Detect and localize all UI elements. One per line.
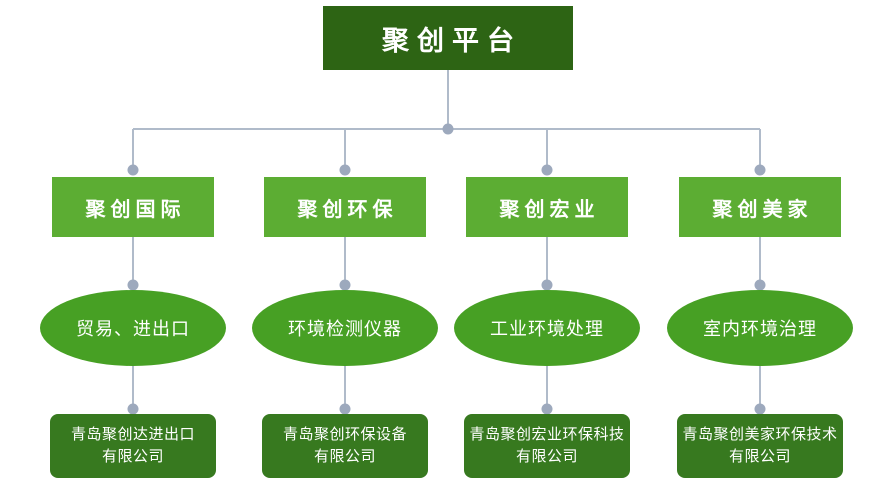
company-box-4: 青岛聚创美家环保技术 有限公司 xyxy=(677,414,843,478)
platform-root-label: 聚创平台 xyxy=(382,25,522,56)
scope-label: 工业环境处理 xyxy=(490,319,604,339)
scope-label: 环境检测仪器 xyxy=(288,319,402,339)
scope-ellipse-industrial: 工业环境处理 xyxy=(454,290,640,366)
company-label: 青岛聚创达进出口 有限公司 xyxy=(70,426,195,465)
platform-root-box: 聚创平台 xyxy=(323,6,573,70)
level2-label: 聚创美家 xyxy=(712,198,813,221)
scope-ellipse-indoor: 室内环境治理 xyxy=(667,290,853,366)
company-box-2: 青岛聚创环保设备 有限公司 xyxy=(262,414,428,478)
level2-label: 聚创宏业 xyxy=(499,198,600,221)
company-label: 青岛聚创宏业环保科技 有限公司 xyxy=(469,426,625,465)
scope-label: 贸易、进出口 xyxy=(76,319,190,339)
scope-label: 室内环境治理 xyxy=(703,319,817,339)
level2-box-guoji: 聚创国际 xyxy=(52,177,214,237)
scope-ellipse-instruments: 环境检测仪器 xyxy=(252,290,438,366)
level2-box-meijia: 聚创美家 xyxy=(679,177,841,237)
level2-label: 聚创环保 xyxy=(297,198,398,221)
company-box-1: 青岛聚创达进出口 有限公司 xyxy=(50,414,216,478)
company-label: 青岛聚创美家环保技术 有限公司 xyxy=(682,426,838,465)
level2-label: 聚创国际 xyxy=(85,198,186,221)
company-label: 青岛聚创环保设备 有限公司 xyxy=(282,426,407,465)
company-box-3: 青岛聚创宏业环保科技 有限公司 xyxy=(464,414,630,478)
level2-box-huanbao: 聚创环保 xyxy=(264,177,426,237)
level2-box-hongye: 聚创宏业 xyxy=(466,177,628,237)
scope-ellipse-trade: 贸易、进出口 xyxy=(40,290,226,366)
junction-dot xyxy=(442,123,454,135)
